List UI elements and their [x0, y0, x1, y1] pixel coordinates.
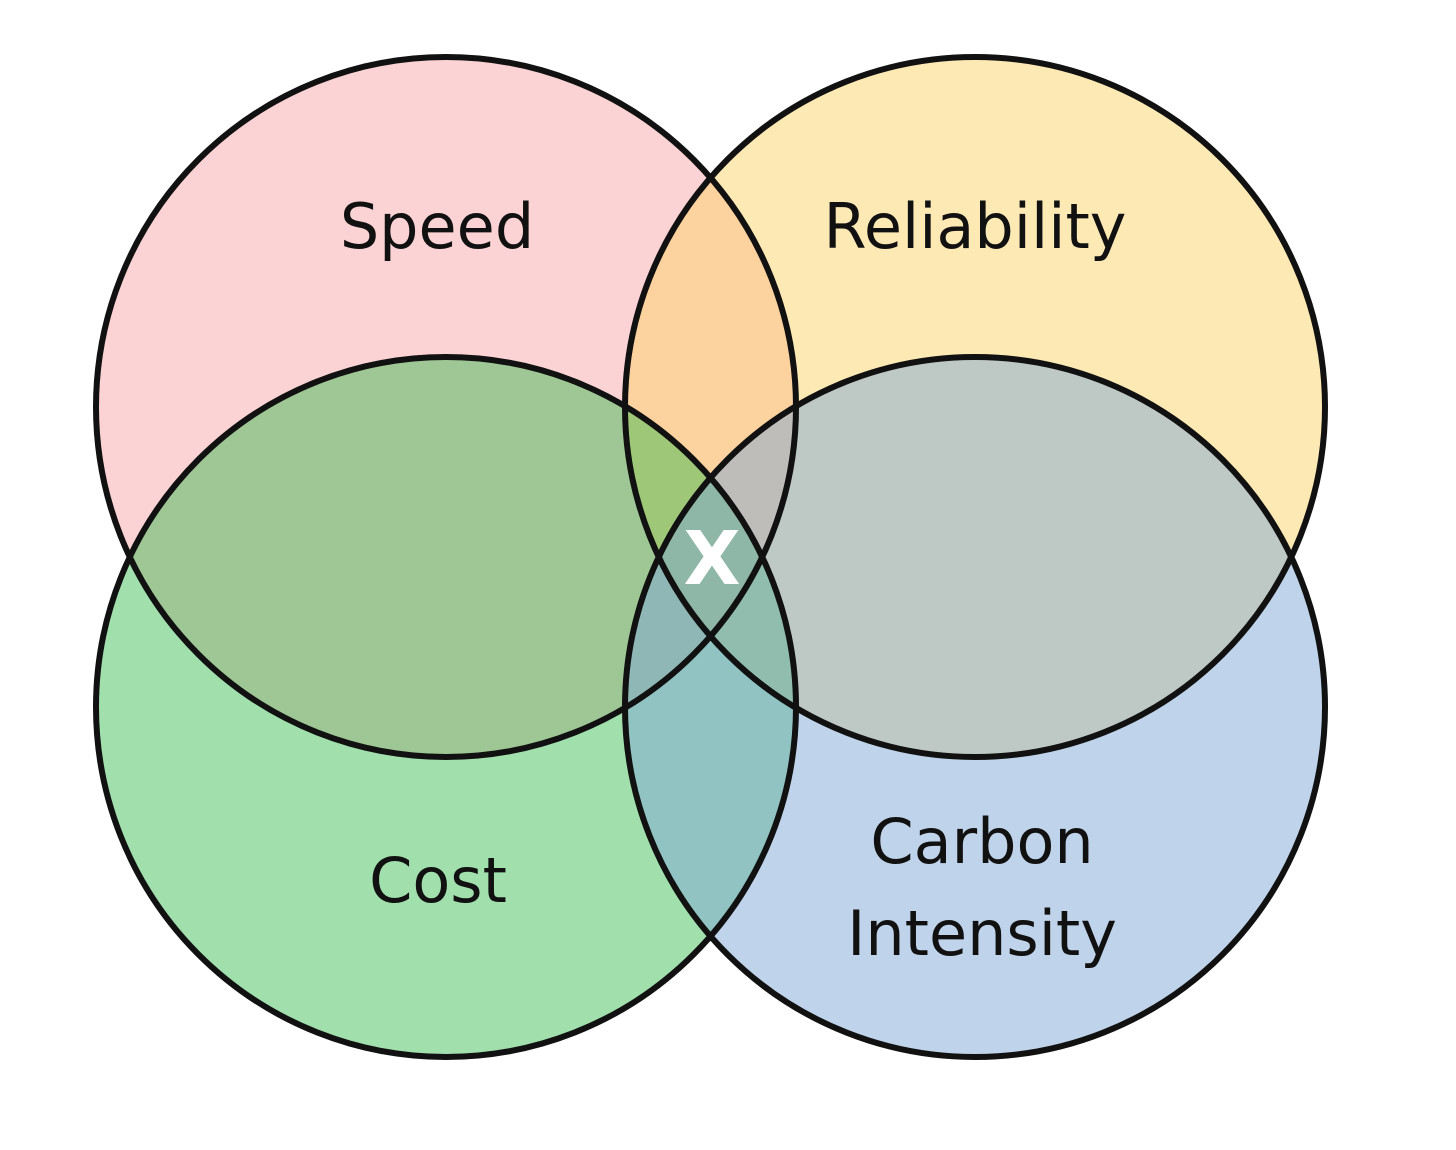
speed-label: Speed	[340, 190, 534, 263]
carbon-intensity-label-line-1: Carbon	[870, 805, 1093, 878]
cost-circle-outline	[93, 354, 799, 1060]
carbon-intensity-label-line-2: Intensity	[847, 897, 1117, 970]
cost-circle-fill	[96, 357, 796, 1057]
intersection-x-mark: X	[683, 516, 740, 602]
circle-outlines	[93, 54, 1328, 1060]
set-labels: Speed Reliability Cost Carbon Intensity	[340, 190, 1127, 970]
carbon-intensity-circle-outline	[622, 354, 1328, 1060]
reliability-label: Reliability	[824, 190, 1127, 263]
speed-circle-fill	[96, 57, 796, 757]
circle-fills	[96, 57, 1325, 1057]
cost-label: Cost	[369, 844, 507, 917]
carbon-intensity-circle-fill	[625, 357, 1325, 1057]
